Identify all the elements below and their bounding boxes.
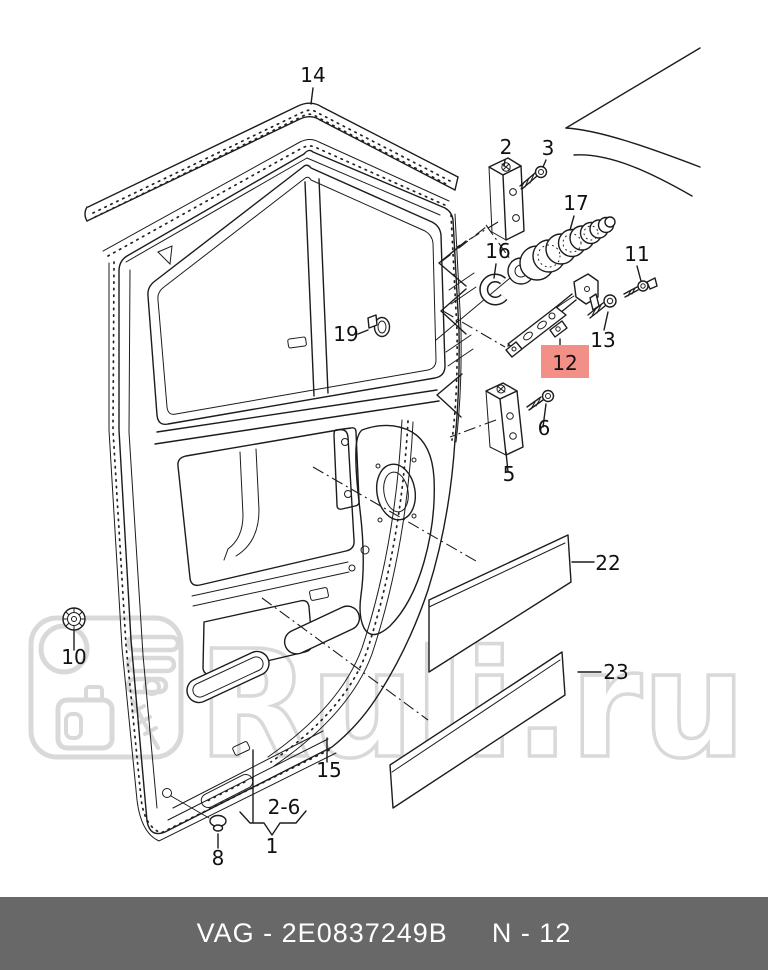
part-label-23[interactable]: 23	[603, 660, 628, 684]
part-label-10[interactable]: 10	[61, 645, 86, 669]
part-label-1[interactable]: 1	[266, 834, 279, 858]
screw-6	[526, 389, 555, 411]
label-leader-lines	[73, 87, 642, 849]
diagram-canvas: Ruli.ru	[28, 47, 748, 870]
part-label-14[interactable]: 14	[300, 63, 325, 87]
footer-part-number: VAG - 2E0837249B	[196, 918, 448, 948]
ruli-logo-icon	[28, 615, 184, 760]
screw-13	[587, 294, 617, 319]
part-label-2[interactable]: 2	[500, 135, 513, 159]
leader-lines	[261, 221, 517, 721]
part-label-22[interactable]: 22	[595, 551, 620, 575]
trim-strip-23	[389, 651, 566, 809]
part-label-2-6[interactable]: 2-6	[268, 795, 301, 819]
part-label-6[interactable]: 6	[538, 416, 551, 440]
spring-cover-17	[507, 216, 616, 285]
part-label-12[interactable]: 12	[552, 351, 577, 375]
part-label-11[interactable]: 11	[624, 242, 649, 266]
part-label-19[interactable]: 19	[333, 322, 358, 346]
roller-hinge-12	[505, 273, 600, 358]
plug-8	[162, 788, 227, 832]
part-label-13[interactable]: 13	[590, 328, 615, 352]
part-label-3[interactable]: 3	[542, 136, 555, 160]
part-label-15[interactable]: 15	[316, 758, 341, 782]
part-label-17[interactable]: 17	[563, 191, 588, 215]
hinge-bracket-2	[488, 157, 525, 241]
door-panel	[102, 139, 477, 842]
part-label-8[interactable]: 8	[212, 846, 225, 870]
hinge-bracket-5	[485, 382, 524, 456]
part-label-5[interactable]: 5	[503, 462, 516, 486]
footer-bar: VAG - 2E0837249B N - 12	[0, 897, 768, 970]
footer-page-ref: N - 12	[491, 918, 572, 948]
roof-seal-strip-14	[84, 102, 459, 222]
bushing-16	[479, 273, 508, 306]
screw-11	[623, 277, 658, 298]
watermark: Ruli.ru	[28, 615, 748, 793]
highlight-box-12[interactable]	[541, 345, 589, 378]
screw-3	[519, 165, 548, 190]
grommet-10	[62, 607, 86, 631]
body-outline-lines	[565, 47, 701, 197]
grommet-19	[367, 314, 391, 338]
trim-strip-22	[428, 534, 572, 673]
part-label-16[interactable]: 16	[485, 239, 510, 263]
